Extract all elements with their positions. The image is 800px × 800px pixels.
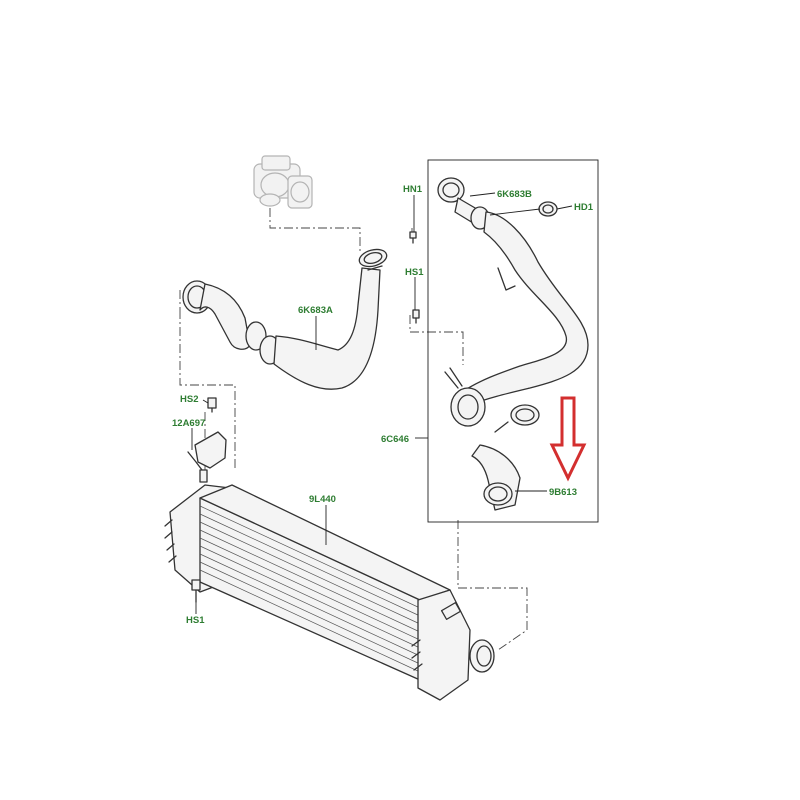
label-hn1: HN1 — [403, 184, 423, 195]
down-arrow-icon — [549, 396, 587, 482]
label-9b613: 9B613 — [549, 487, 577, 498]
label-6c646: 6C646 — [381, 434, 409, 445]
label-6k683b: 6K683B — [497, 189, 532, 200]
label-hs2: HS2 — [180, 394, 198, 405]
label-hs1-bottom: HS1 — [186, 615, 205, 626]
label-hd1: HD1 — [574, 202, 594, 213]
bolt-hs1-top — [412, 309, 420, 324]
label-12a697: 12A697 — [172, 418, 205, 429]
label-9l440: 9L440 — [309, 494, 336, 505]
bolt-hs1-bottom — [191, 579, 201, 603]
assembly-frame — [427, 159, 599, 523]
hose-6c646 — [437, 177, 589, 511]
leader-lines — [191, 192, 573, 614]
hose-6k683a — [182, 248, 388, 390]
bracket-12a697 — [187, 397, 227, 483]
intercooler-9l440 — [164, 484, 495, 701]
label-6k683a: 6K683A — [298, 305, 333, 316]
throttle-body-ghost — [253, 155, 313, 209]
label-hs1-top: HS1 — [405, 267, 424, 278]
bolt-hn1 — [409, 231, 417, 244]
